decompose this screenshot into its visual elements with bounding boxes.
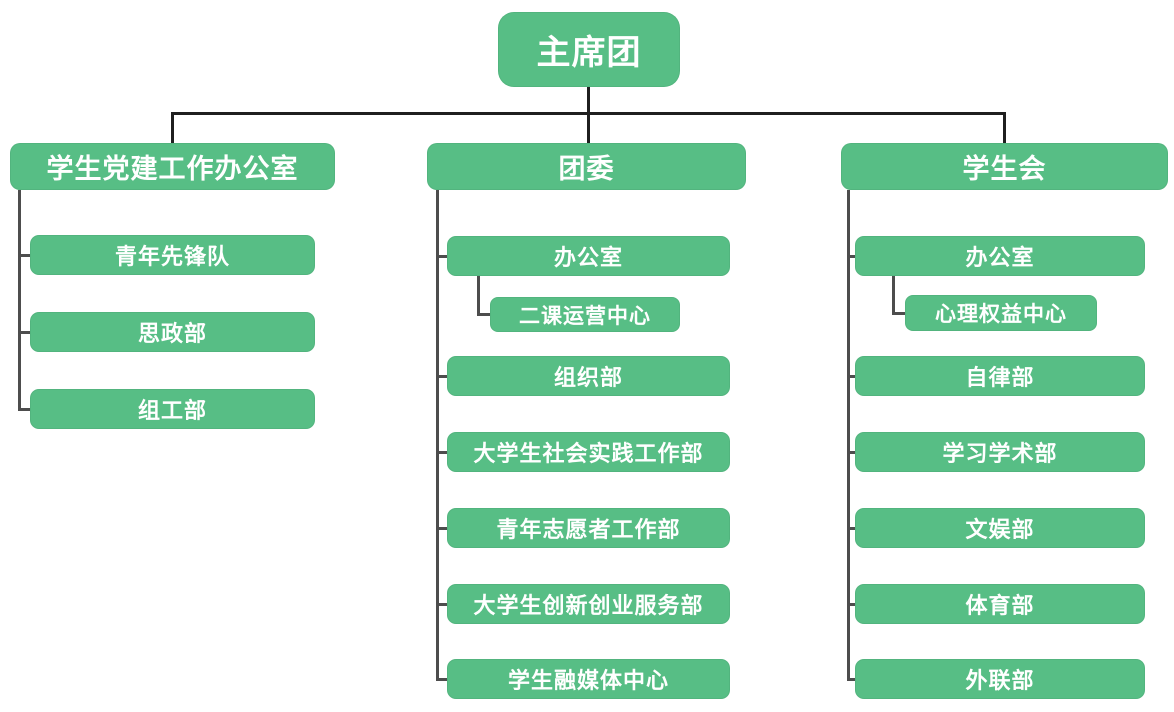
- org-node-subdept[interactable]: 心理权益中心: [905, 295, 1097, 331]
- connector-right-sub-drop: [892, 276, 895, 315]
- org-node-dept[interactable]: 外联部: [855, 659, 1145, 699]
- org-node-dept[interactable]: 组工部: [30, 389, 315, 429]
- org-node-dept[interactable]: 自律部: [855, 356, 1145, 396]
- connector-middle-trunk: [436, 190, 439, 681]
- connector-right-sub-stub: [892, 312, 905, 315]
- connector-middle-stub: [436, 678, 447, 681]
- org-node-dept[interactable]: 大学生创新创业服务部: [447, 584, 730, 624]
- connector-root-drop: [587, 87, 590, 114]
- org-node-branch-party-office[interactable]: 学生党建工作办公室: [10, 143, 335, 190]
- connector-right-trunk: [847, 190, 850, 681]
- connector-middle-stub: [436, 375, 447, 378]
- org-node-dept[interactable]: 体育部: [855, 584, 1145, 624]
- connector-middle-stub: [436, 451, 447, 454]
- connector-drop-right: [1003, 112, 1006, 143]
- org-node-dept[interactable]: 学习学术部: [855, 432, 1145, 472]
- connector-drop-left: [171, 112, 174, 143]
- org-node-subdept[interactable]: 二课运营中心: [490, 297, 680, 332]
- connector-middle-stub: [436, 603, 447, 606]
- org-node-dept[interactable]: 青年先锋队: [30, 235, 315, 275]
- org-node-dept[interactable]: 思政部: [30, 312, 315, 352]
- connector-right-stub: [847, 451, 855, 454]
- connector-right-stub: [847, 375, 855, 378]
- connector-left-stub: [18, 331, 30, 334]
- connector-right-stub: [847, 527, 855, 530]
- org-node-dept[interactable]: 学生融媒体中心: [447, 659, 730, 699]
- connector-left-stub: [18, 408, 30, 411]
- org-node-root[interactable]: 主席团: [498, 12, 680, 87]
- org-node-dept[interactable]: 办公室: [447, 236, 730, 276]
- connector-drop-middle: [587, 112, 590, 143]
- connector-left-stub: [18, 254, 30, 257]
- org-node-branch-student-union[interactable]: 学生会: [841, 143, 1168, 190]
- connector-right-stub: [847, 255, 855, 258]
- connector-right-stub: [847, 678, 855, 681]
- org-node-dept[interactable]: 青年志愿者工作部: [447, 508, 730, 548]
- org-node-dept[interactable]: 组织部: [447, 356, 730, 396]
- org-node-dept[interactable]: 文娱部: [855, 508, 1145, 548]
- connector-right-stub: [847, 603, 855, 606]
- connector-middle-stub: [436, 255, 447, 258]
- connector-middle-sub-drop: [477, 276, 480, 316]
- org-node-dept[interactable]: 大学生社会实践工作部: [447, 432, 730, 472]
- connector-middle-sub-stub: [477, 313, 490, 316]
- connector-left-trunk: [18, 190, 21, 411]
- connector-middle-stub: [436, 527, 447, 530]
- org-node-branch-league-committee[interactable]: 团委: [427, 143, 746, 190]
- org-node-dept[interactable]: 办公室: [855, 236, 1145, 276]
